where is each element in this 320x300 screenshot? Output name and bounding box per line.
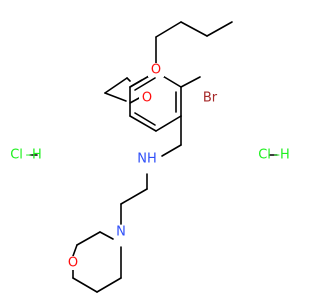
bond	[180, 76, 201, 88]
bond	[104, 77, 128, 94]
left-hcl-label: Cl –H	[10, 148, 42, 163]
bond	[206, 21, 233, 37]
chemical-structure: O O Br NH N O Cl –H Cl –H	[10, 21, 290, 293]
bond	[155, 21, 182, 38]
morpholine-nitrogen-label: N	[116, 225, 126, 240]
propoxy-oxygen-label: O	[151, 63, 161, 78]
bond	[180, 21, 208, 37]
atom-labels: O O Br NH N O	[65, 63, 221, 271]
bond	[161, 144, 182, 157]
bond	[120, 188, 148, 205]
amine-nitrogen-label: NH	[137, 152, 157, 167]
bond	[99, 231, 114, 240]
ethoxy-oxygen-label: O	[142, 91, 152, 106]
bond	[96, 277, 122, 293]
bond	[155, 115, 182, 132]
bond	[134, 77, 156, 91]
bond	[72, 244, 78, 257]
bond	[104, 92, 127, 102]
bond	[126, 77, 131, 82]
bond	[134, 112, 156, 126]
salt-labels: Cl –H Cl –H	[10, 148, 290, 163]
bromine-label: Br	[203, 91, 218, 106]
right-hcl-label: Cl –H	[258, 148, 290, 163]
bond	[72, 277, 98, 293]
bond	[129, 79, 143, 88]
bond	[76, 231, 101, 246]
bond	[129, 115, 157, 132]
morpholine-oxygen-label: O	[68, 256, 78, 271]
